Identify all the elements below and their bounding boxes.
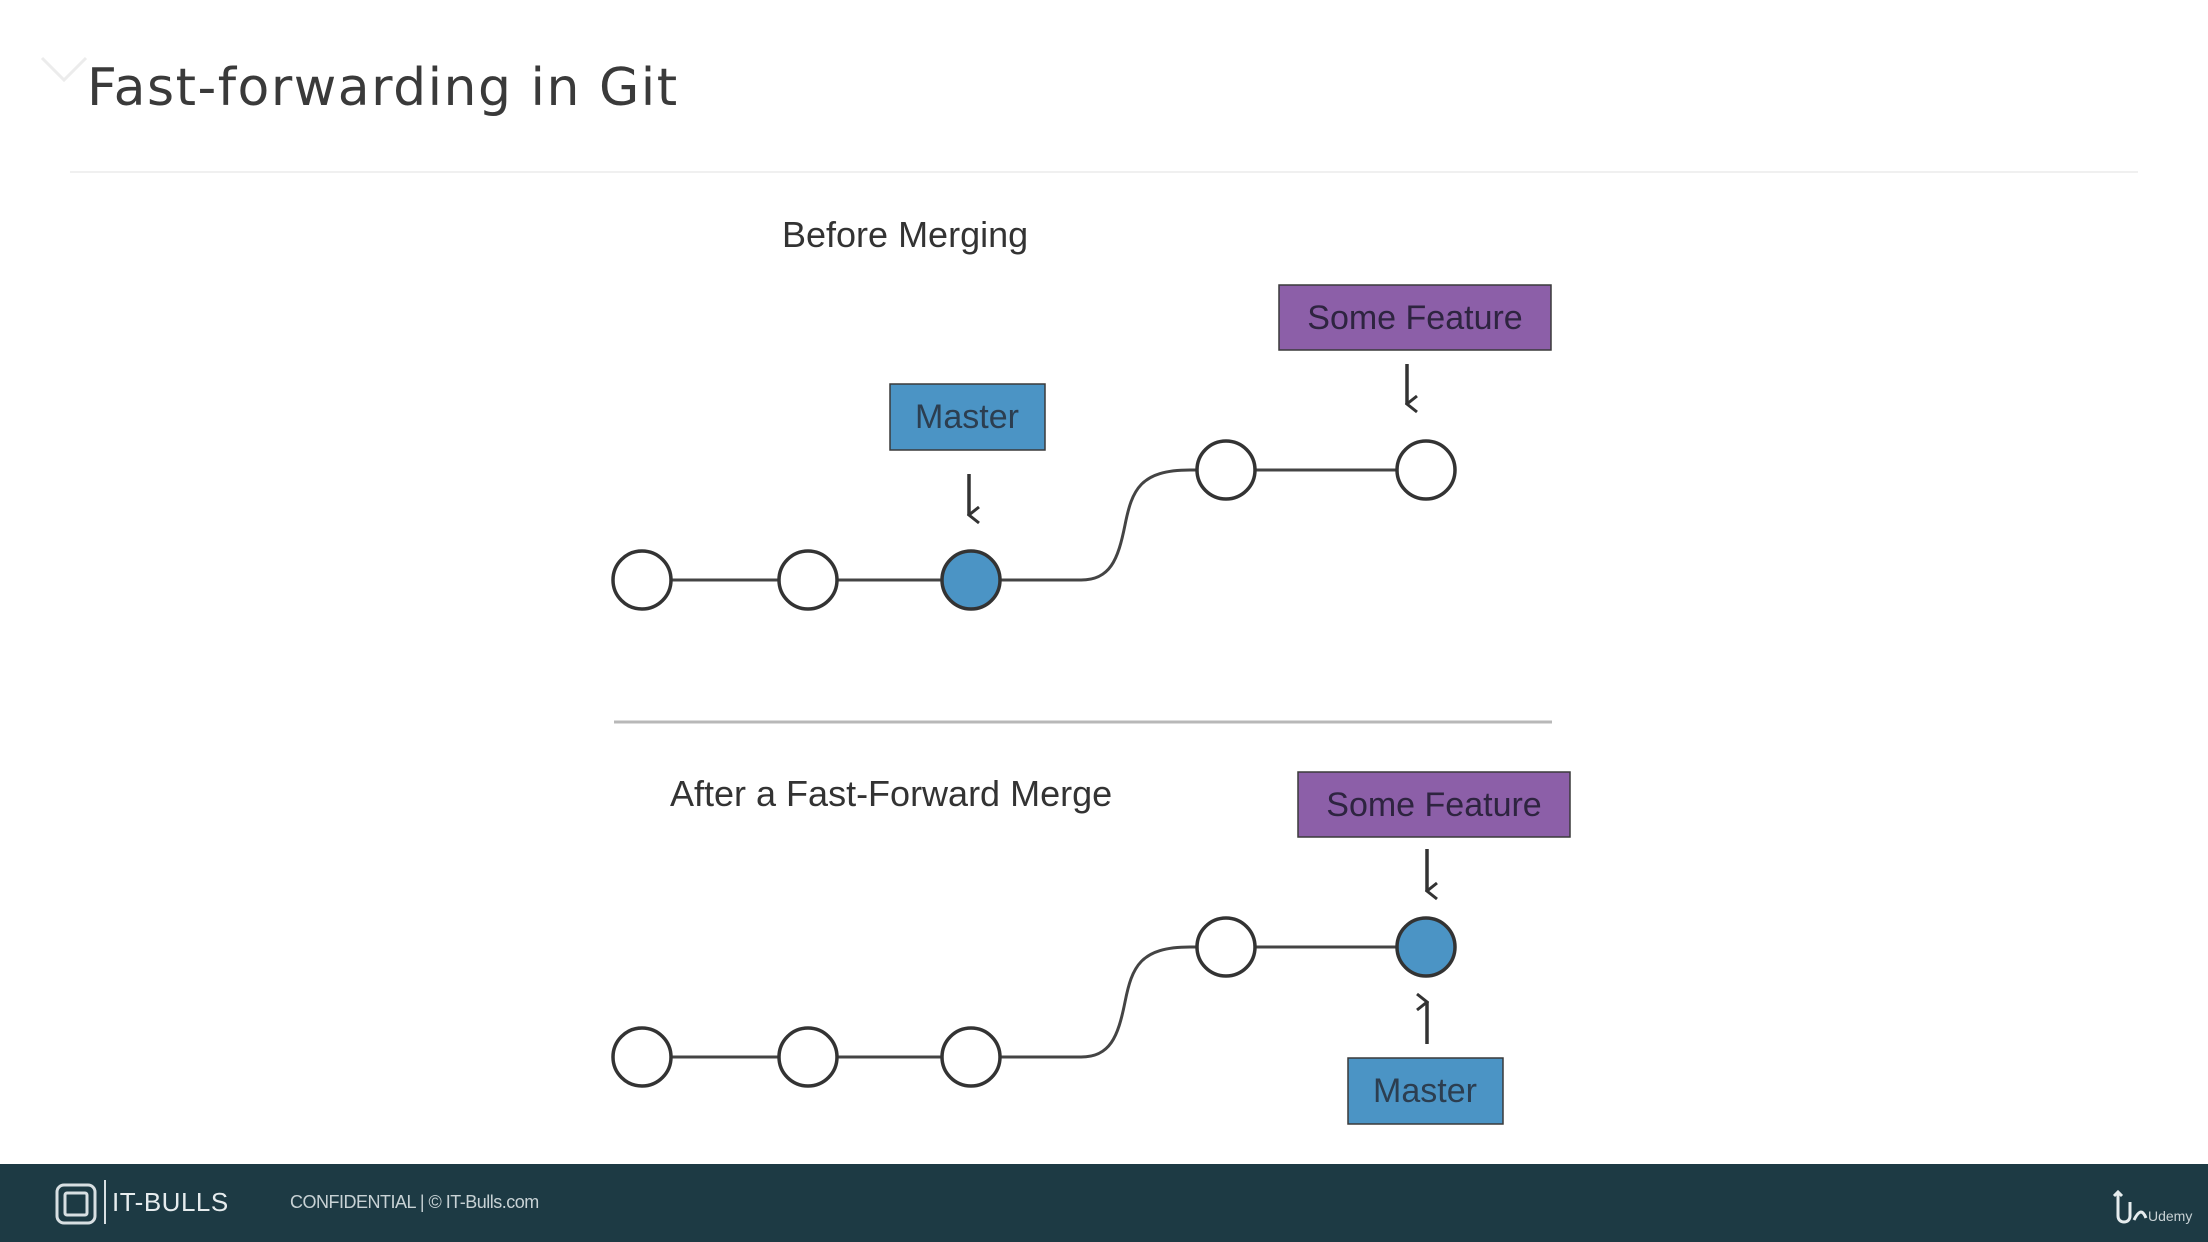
before-commit-2 [777,549,839,611]
slide-title: Fast-forwarding in Git [87,58,679,118]
footer-bar: IT-BULLS CONFIDENTIAL | © IT-Bulls.com [0,1164,2208,1242]
after-master-box [1347,1057,1504,1125]
it-bulls-logo-icon [55,1183,97,1225]
git-diagram: Before Merging Master Some Feature After… [611,214,1571,1125]
footer-brand: IT-BULLS [112,1187,229,1217]
footer-legal-text: CONFIDENTIAL | © IT-Bulls.com [290,1192,539,1212]
footer-logo-separator [104,1180,106,1224]
udemy-logo-icon [2112,1190,2148,1224]
after-commit-4 [1195,916,1257,978]
after-commit-3 [940,1026,1002,1088]
before-branch-curve [1000,468,1226,582]
corner-chevron-icon [40,56,88,83]
before-feature-box [1278,284,1552,351]
udemy-wordmark: Udemy [2148,1208,2193,1224]
before-commit-1 [611,549,673,611]
title-divider [70,171,2138,173]
before-master-box [889,383,1046,451]
after-branch-curve [1000,945,1226,1059]
after-feature-box [1297,771,1571,838]
before-heading: Before Merging [782,214,1028,255]
after-commit-5-master-feature [1395,916,1457,978]
before-commit-5-feature [1395,439,1457,501]
before-feature-label: Some Feature [1307,299,1522,337]
after-feature-label: Some Feature [1326,786,1541,824]
before-master-label: Master [915,398,1019,436]
before-commit-4 [1195,439,1257,501]
after-commit-2 [777,1026,839,1088]
before-commit-3-master [940,549,1002,611]
after-commit-1 [611,1026,673,1088]
after-master-label: Master [1373,1072,1477,1110]
after-heading: After a Fast-Forward Merge [670,773,1112,814]
